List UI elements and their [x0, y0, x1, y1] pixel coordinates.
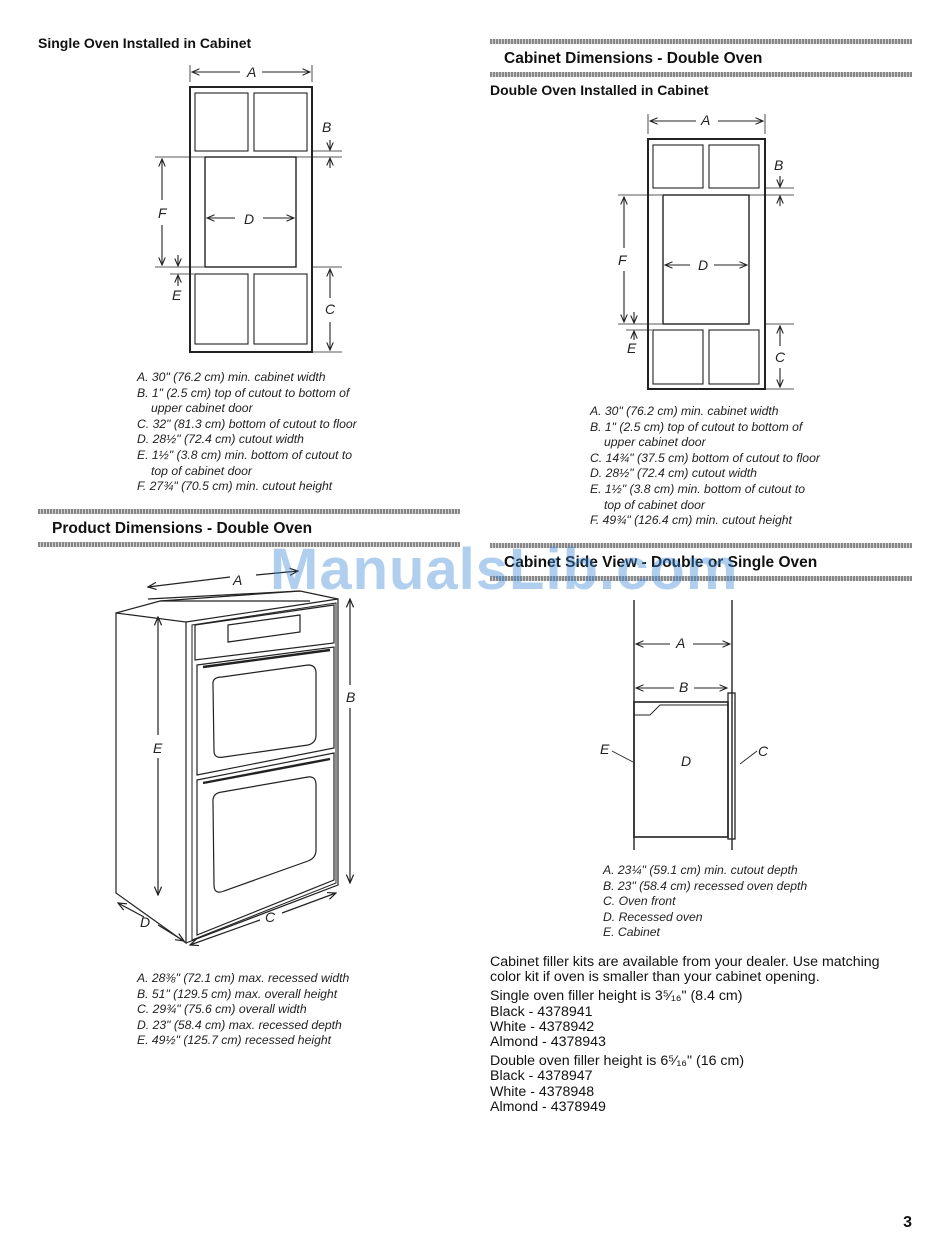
label-a: A [700, 112, 710, 128]
section-title: Cabinet Dimensions - Double Oven [504, 50, 763, 67]
caption-line: F. 49¾" (126.4 cm) min. cutout height [590, 513, 792, 528]
label-d: D [698, 257, 708, 273]
label-d: D [681, 753, 691, 769]
caption-line: F. 27¾" (70.5 cm) min. cutout height [137, 479, 333, 494]
label-c: C [265, 909, 276, 925]
caption-line: upper cabinet door [604, 435, 706, 450]
label-a: A [232, 572, 242, 588]
caption-line: C. 29¾" (75.6 cm) overall width [137, 1002, 307, 1017]
filler-part-number: Almond - 4378949 [490, 1098, 606, 1115]
caption-line: A. 23¼" (59.1 cm) min. cutout depth [603, 863, 798, 877]
label-e: E [153, 740, 163, 756]
caption-line: top of cabinet door [151, 463, 252, 478]
side-view-diagram: A B E D C [600, 600, 769, 850]
caption-line: B. 23" (58.4 cm) recessed oven depth [603, 878, 808, 893]
caption-line: A. 30" (76.2 cm) min. cabinet width [137, 370, 326, 384]
cabinet-double-banner: Cabinet Dimensions - Double Oven [490, 39, 912, 77]
single-filler-height: Single oven filler height is 3⁵⁄₁₆" (8.4… [490, 988, 743, 1005]
filler-part-number: Almond - 4378943 [490, 1034, 606, 1051]
double-cabinet-diagram: A B F D E C [618, 112, 794, 390]
caption-line: C. 32" (81.3 cm) bottom of cutout to flo… [137, 416, 357, 431]
caption-line: D. 28½" (72.4 cm) cutout width [137, 432, 304, 447]
filler-part-number: White - 4378942 [490, 1018, 595, 1035]
label-d: D [244, 211, 254, 227]
label-d: D [140, 914, 150, 930]
label-c: C [758, 743, 769, 759]
cabinet-double-caption: A. 30" (76.2 cm) min. cabinet width B. 1… [590, 404, 820, 529]
label-f: F [158, 205, 168, 221]
filler-intro-line: color kit if oven is smaller than your c… [490, 969, 820, 986]
caption-line: B. 51" (129.5 cm) max. overall height [137, 986, 338, 1001]
filler-part-number: Black - 4378941 [490, 1003, 593, 1020]
product-double-banner: Product Dimensions - Double Oven [38, 509, 460, 547]
watermark: ManualsLib.com [270, 537, 739, 602]
caption-line: C. 14¾" (37.5 cm) bottom of cutout to fl… [590, 450, 820, 465]
caption-line: B. 1" (2.5 cm) top of cutout to bottom o… [590, 419, 803, 434]
side-view-caption: A. 23¼" (59.1 cm) min. cutout depth B. 2… [603, 863, 807, 941]
label-c: C [325, 301, 336, 317]
caption-line: D. 23" (58.4 cm) max. recessed depth [137, 1017, 342, 1032]
label-e: E [172, 287, 182, 303]
label-e: E [600, 741, 610, 757]
side-view-banner: Cabinet Side View - Double or Single Ove… [490, 543, 912, 581]
caption-line: E. 1½" (3.8 cm) min. bottom of cutout to [137, 447, 352, 462]
cabinet-double-heading: Double Oven Installed in Cabinet [490, 82, 709, 98]
double-filler-height: Double oven filler height is 6⁵⁄₁₆" (16 … [490, 1053, 745, 1070]
caption-line: E. 1½" (3.8 cm) min. bottom of cutout to [590, 481, 805, 496]
section-title: Cabinet Side View - Double or Single Ove… [504, 554, 818, 571]
label-a: A [675, 635, 685, 651]
label-b: B [346, 689, 355, 705]
single-cabinet-diagram: A B F D E C [155, 64, 342, 353]
label-c: C [775, 349, 786, 365]
label-f: F [618, 252, 628, 268]
label-a: A [246, 64, 256, 80]
caption-line: top of cabinet door [604, 497, 705, 512]
caption-line: E. Cabinet [603, 925, 660, 940]
filler-part-number: White - 4378948 [490, 1083, 595, 1100]
filler-kits-text: Cabinet filler kits are available from y… [490, 954, 880, 1115]
label-b: B [679, 679, 688, 695]
label-b: B [322, 119, 331, 135]
filler-part-number: Black - 4378947 [490, 1068, 593, 1085]
caption-line: A. 28⅜" (72.1 cm) max. recessed width [137, 971, 350, 985]
product-double-caption: A. 28⅜" (72.1 cm) max. recessed width B.… [137, 971, 349, 1049]
caption-line: D. Recessed oven [603, 909, 703, 924]
filler-intro-line: Cabinet filler kits are available from y… [490, 954, 880, 970]
single-cabinet-caption: A. 30" (76.2 cm) min. cabinet width B. 1… [137, 370, 357, 495]
caption-line: D. 28½" (72.4 cm) cutout width [590, 466, 757, 481]
caption-line: C. Oven front [603, 894, 676, 909]
caption-line: A. 30" (76.2 cm) min. cabinet width [590, 404, 779, 418]
page-number: 3 [903, 1214, 912, 1231]
label-e: E [627, 340, 637, 356]
product-double-diagram: A B E D C [115, 565, 355, 960]
label-b: B [774, 157, 783, 173]
single-cabinet-heading: Single Oven Installed in Cabinet [38, 35, 252, 51]
caption-line: B. 1" (2.5 cm) top of cutout to bottom o… [137, 385, 350, 400]
caption-line: upper cabinet door [151, 401, 253, 416]
caption-line: E. 49½" (125.7 cm) recessed height [137, 1033, 332, 1048]
section-title: Product Dimensions - Double Oven [52, 520, 313, 537]
